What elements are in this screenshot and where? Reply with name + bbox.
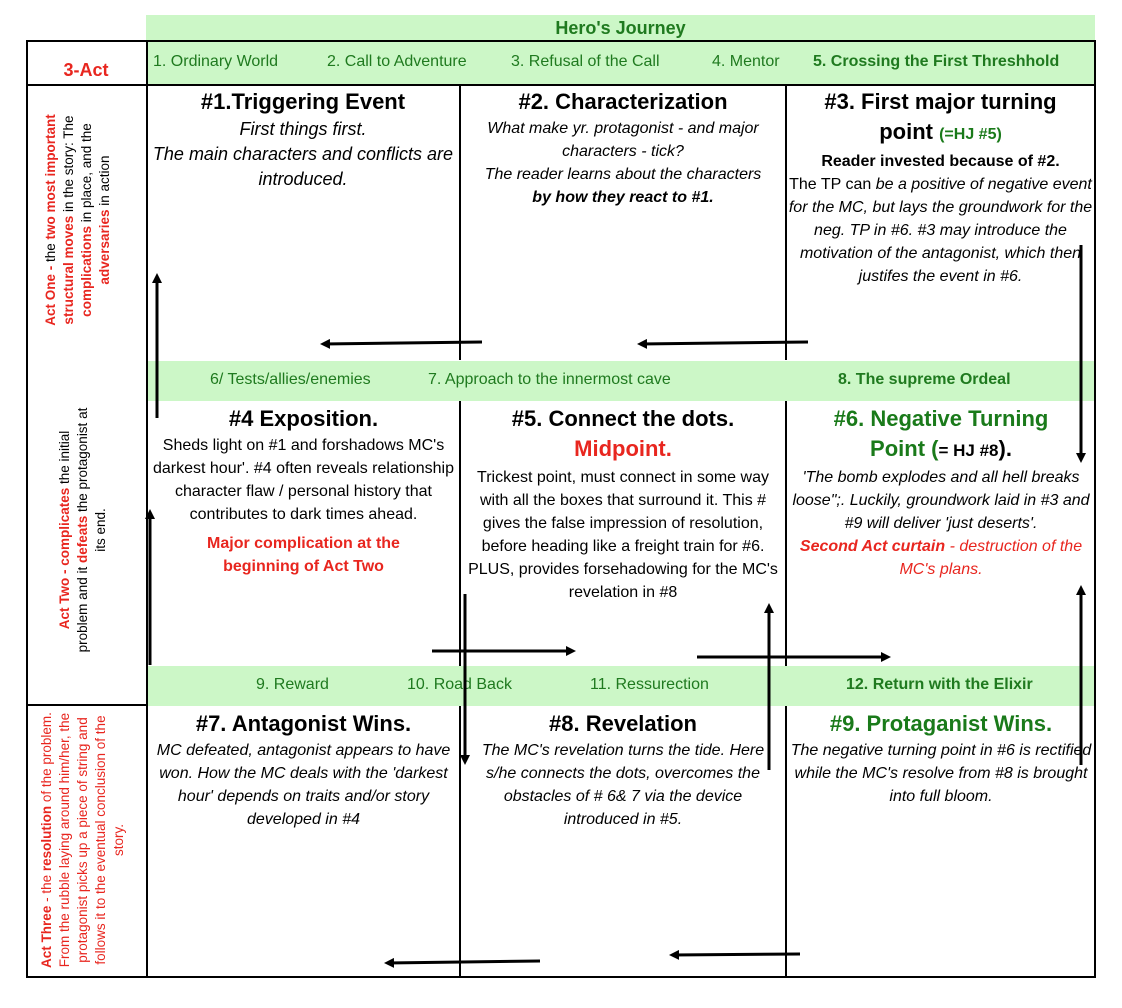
hero-journey-band (146, 15, 1095, 40)
cell-1-line-2: The main characters and conflicts are in… (152, 144, 454, 189)
grid-col2-line-c (785, 706, 787, 976)
grid-col1-line-a (459, 84, 461, 360)
hj-step-6: 6/ Tests/allies/enemies (210, 371, 371, 388)
cell-4-line-2: Major complication at the beginning of A… (207, 535, 400, 575)
grid-act1-top-line (26, 84, 1096, 86)
hj-step-4: 4. Mentor (712, 53, 780, 70)
hj-step-7: 7. Approach to the innermost cave (428, 371, 671, 388)
hj-step-1: 1. Ordinary World (153, 53, 279, 70)
arrow-8-to-7 (384, 957, 541, 968)
grid-top-line (26, 40, 1096, 42)
three-act-label: 3-Act (63, 60, 109, 80)
arrow-9-to-8 (669, 949, 801, 960)
cell-8-line-1: The MC's revelation turns the tide. Here… (481, 742, 765, 828)
cell-4-exposition: #4 Exposition. Sheds light on #1 and for… (150, 404, 457, 578)
cell-5-connect-the-dots: #5. Connect the dots. Midpoint. Trickest… (463, 404, 783, 604)
grid-right-line (1094, 40, 1096, 978)
grid-left-line (26, 40, 28, 978)
cell-6-title-b: Point (= HJ #8). (870, 436, 1012, 461)
hj-step-8: 8. The supreme Ordeal (838, 371, 1011, 388)
hj-step-12: 12. Return with the Elixir (846, 676, 1033, 693)
cell-8-revelation: #8. Revelation The MC's revelation turns… (463, 709, 783, 831)
arrow-3-to-2 (637, 338, 809, 349)
cell-8-title: #8. Revelation (549, 711, 697, 736)
cell-5-title: #5. Connect the dots. (511, 406, 735, 431)
cell-3-line-1: Reader invested because of #2. (821, 153, 1060, 170)
cell-2-line-1: What make yr. protagonist - and major ch… (487, 120, 759, 160)
cell-7-title: #7. Antagonist Wins. (195, 711, 412, 736)
cell-2-title: #2. Characterization (518, 89, 728, 114)
cell-2-line-2: The reader learns about the characters (484, 166, 762, 183)
grid-col2-line-b (785, 401, 787, 666)
cell-6-line-1: 'The bomb explodes and all hell breaks l… (792, 469, 1090, 532)
cell-9-title: #9. Protaganist Wins. (829, 711, 1053, 736)
hj-step-11: 11. Ressurection (590, 676, 709, 693)
cell-9-line-1: The negative turning point in #6 is rect… (790, 742, 1092, 805)
cell-7-line-1: MC defeated, antagonist appears to have … (156, 742, 451, 828)
cell-5-line-1: Trickest point, must connect in some way… (468, 469, 778, 601)
grid-col1-line-c (459, 706, 461, 976)
hj-step-3: 3. Refusal of the Call (511, 53, 660, 70)
hj-step-2: 2. Call to Adventure (327, 53, 467, 70)
grid-bottom-line (26, 976, 1096, 978)
cell-5-midpoint: Midpoint. (574, 436, 672, 461)
cell-6-negative-turning-point: #6. Negative Turning Point (= HJ #8). 'T… (789, 404, 1093, 581)
cell-2-line-3: by how they react to #1. (532, 189, 714, 206)
cell-1-title: #1.Triggering Event (200, 89, 406, 114)
cell-3-line-2: The TP can be a positive of negative eve… (788, 176, 1093, 285)
cell-3-title-a: #3. First major turning (824, 89, 1057, 114)
cell-9-protagonist-wins: #9. Protaganist Wins. The negative turni… (789, 709, 1093, 808)
grid-col1-line-b (459, 401, 461, 666)
hj-row1-band (146, 42, 1095, 84)
hj-row2-band (146, 361, 1095, 401)
cell-3-first-turning-point: #3. First major turning point (=HJ #5) R… (787, 87, 1094, 288)
cell-3-hj-ref: (=HJ #5) (939, 126, 1002, 143)
cell-4-line-1: Sheds light on #1 and forshadows MC's da… (152, 437, 454, 523)
hj-step-9: 9. Reward (256, 676, 329, 693)
cell-1-line-1: First things first. (239, 119, 367, 139)
arrow-2-to-1 (320, 338, 483, 349)
cell-2-characterization: #2. Characterization What make yr. prota… (461, 87, 785, 209)
cell-6-line-2: Second Act curtain - destruction of the … (799, 538, 1083, 578)
grid-col2-line-a (785, 84, 787, 360)
grid-act3-top-line (26, 704, 148, 706)
hj-row3-band (146, 666, 1095, 706)
cell-6-title-a: #6. Negative Turning (833, 406, 1049, 431)
cell-7-antagonist-wins: #7. Antagonist Wins. MC defeated, antago… (149, 709, 458, 831)
hj-step-10: 10. Road Back (407, 676, 512, 693)
cell-4-title: #4 Exposition. (228, 406, 379, 431)
cell-3-title-b: point (=HJ #5) (879, 119, 1002, 144)
hero-journey-title: Hero's Journey (555, 18, 686, 38)
cell-1-triggering-event: #1.Triggering Event First things first. … (148, 87, 458, 192)
hj-step-5: 5. Crossing the First Threshhold (813, 53, 1060, 70)
